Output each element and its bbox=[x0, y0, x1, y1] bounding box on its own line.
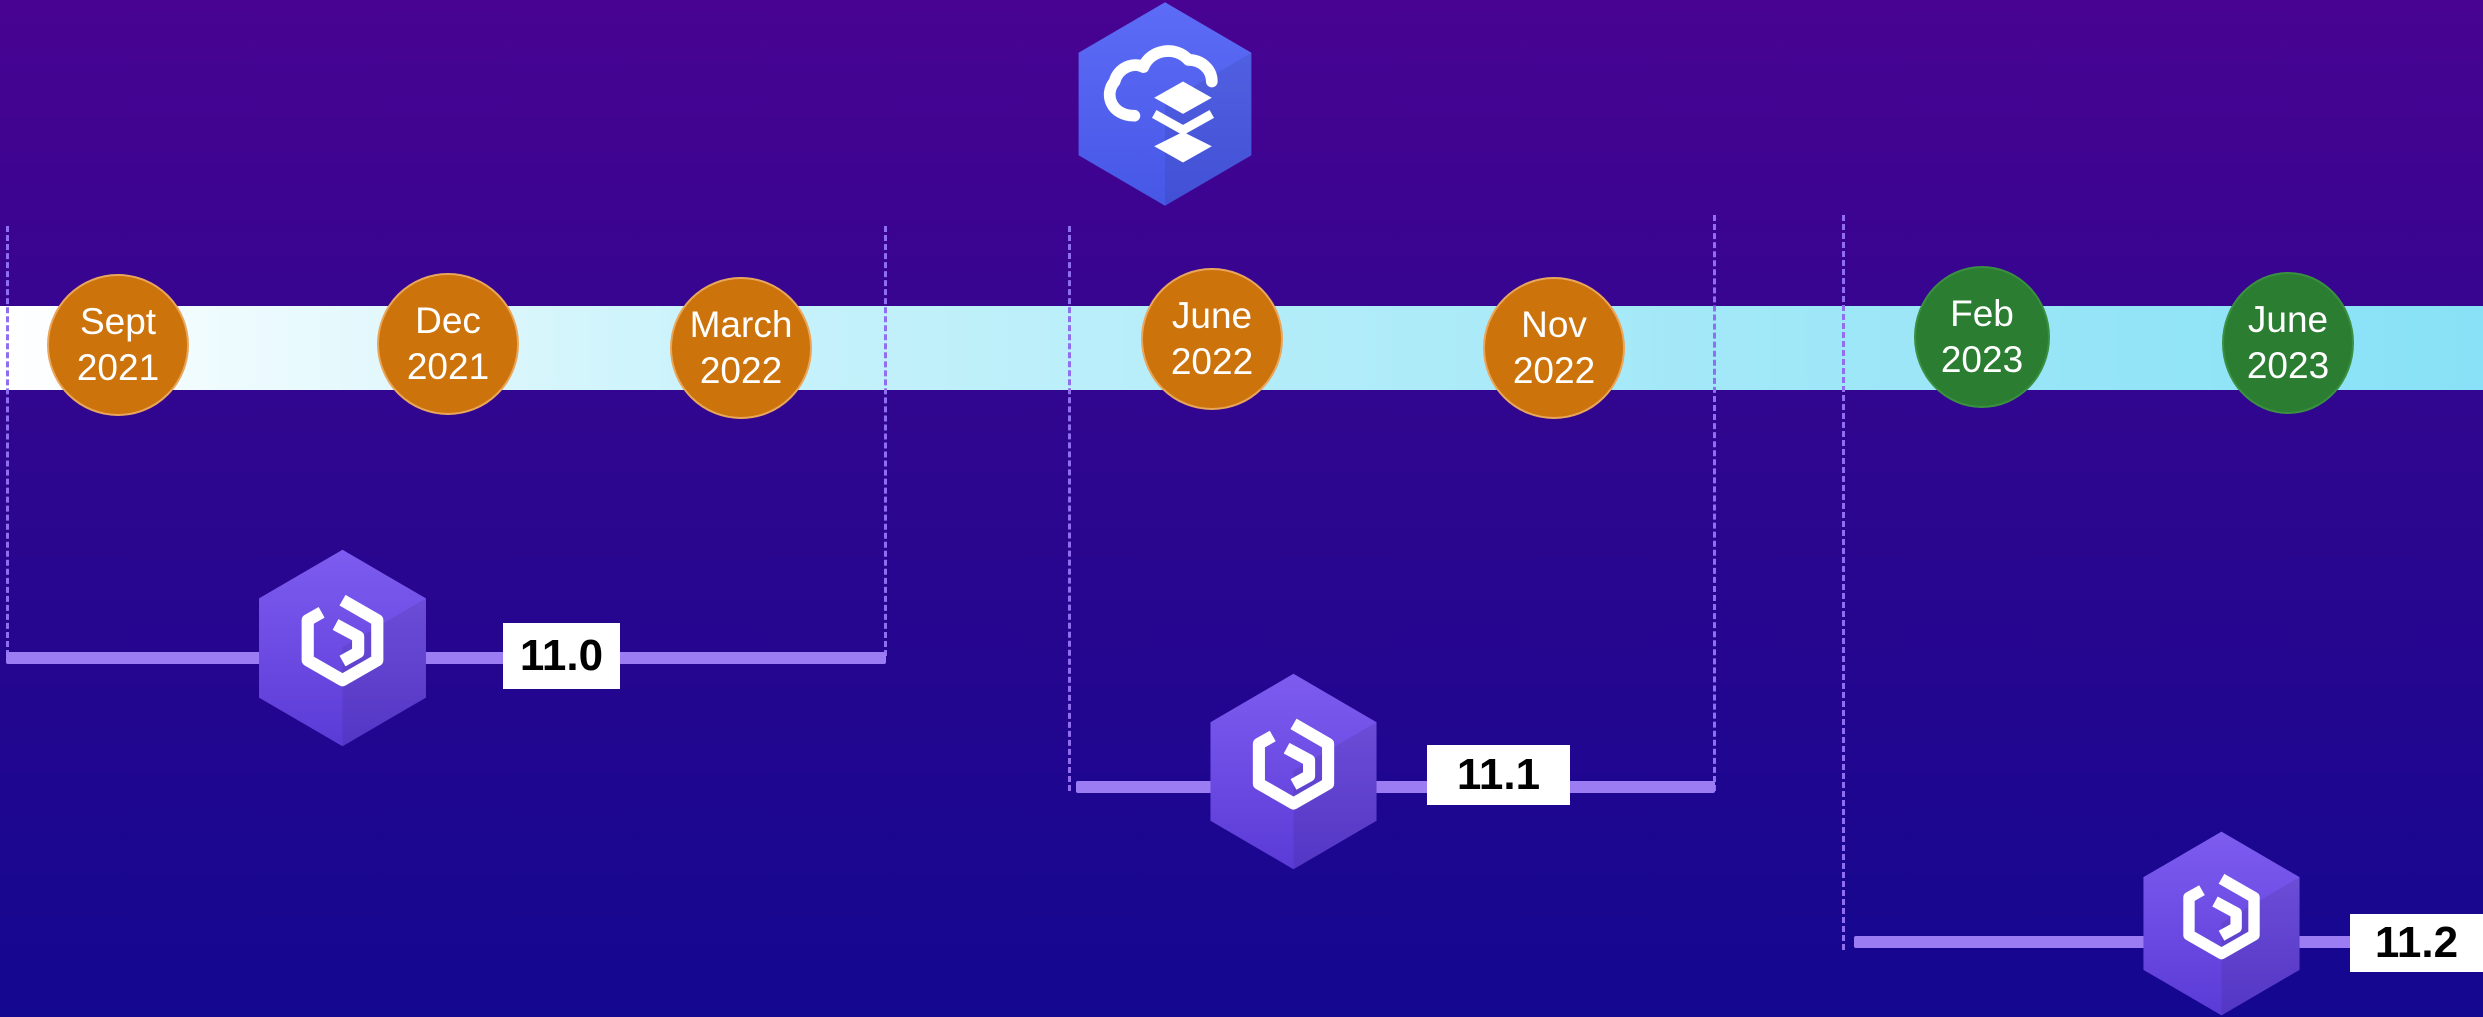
version-label-11-1: 11.1 bbox=[1427, 745, 1570, 805]
milestone-year: 2023 bbox=[2246, 345, 2330, 386]
milestone-month: Nov bbox=[1521, 304, 1587, 345]
cloud-layers-icon bbox=[1078, 2, 1252, 206]
enterprise-hexagon-icon bbox=[1210, 673, 1377, 870]
version-label-11-2: 11.2 bbox=[2350, 914, 2483, 972]
release-11-0-line bbox=[6, 652, 886, 664]
milestone-nov-2022: Nov 2022 bbox=[1483, 277, 1625, 419]
release-11-0-left-bracket bbox=[6, 226, 9, 656]
milestone-month: Dec bbox=[415, 300, 481, 341]
milestone-month: March bbox=[689, 304, 793, 345]
milestone-dec-2021: Dec 2021 bbox=[377, 273, 519, 415]
milestone-year: 2022 bbox=[1170, 341, 1254, 382]
milestone-month: June bbox=[1171, 295, 1253, 336]
milestone-feb-2023: Feb 2023 bbox=[1914, 266, 2050, 408]
milestone-march-2022: March 2022 bbox=[670, 277, 812, 419]
milestone-year: 2022 bbox=[1512, 350, 1596, 391]
milestone-year: 2021 bbox=[76, 347, 160, 388]
enterprise-hexagon-icon bbox=[2143, 831, 2300, 1016]
milestone-month: June bbox=[2247, 299, 2329, 340]
release-11-0-right-bracket bbox=[884, 226, 887, 656]
milestone-sept-2021: Sept 2021 bbox=[47, 274, 189, 416]
milestone-month: Sept bbox=[79, 301, 157, 342]
enterprise-hexagon-icon bbox=[259, 549, 426, 747]
milestone-june-2022: June 2022 bbox=[1141, 268, 1283, 410]
release-11-1-line bbox=[1076, 781, 1715, 793]
release-11-1-right-bracket bbox=[1713, 215, 1716, 791]
milestone-year: 2023 bbox=[1940, 339, 2024, 380]
release-11-2-left-bracket bbox=[1842, 215, 1845, 950]
milestone-year: 2022 bbox=[699, 350, 783, 391]
milestone-year: 2021 bbox=[406, 346, 490, 387]
milestone-month: Feb bbox=[1950, 293, 2014, 334]
version-label-11-0: 11.0 bbox=[503, 623, 620, 689]
release-11-1-left-bracket bbox=[1068, 226, 1071, 791]
milestone-june-2023: June 2023 bbox=[2222, 272, 2354, 414]
